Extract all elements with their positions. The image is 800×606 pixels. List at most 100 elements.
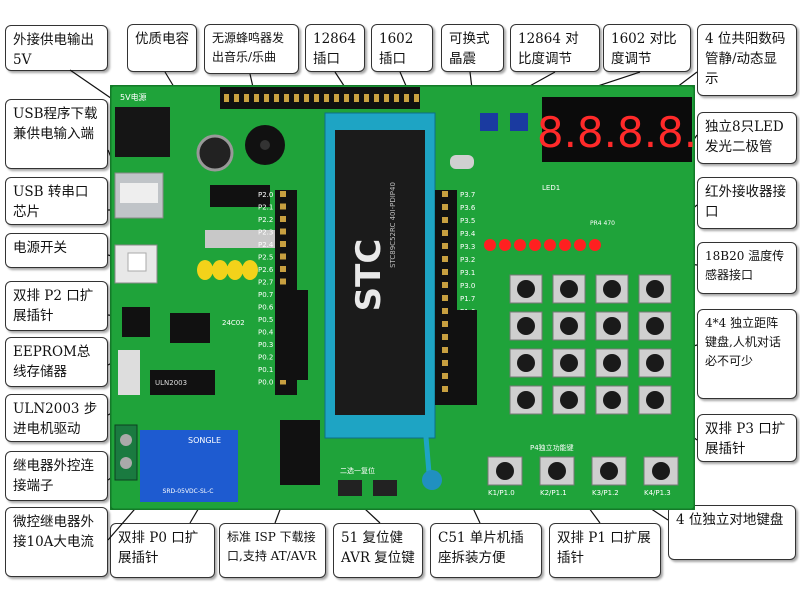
p4-label: P4独立功能键 xyxy=(530,443,574,452)
pin-label-left: P0.4 xyxy=(258,329,274,337)
pin-label-right: P3.5 xyxy=(460,217,475,225)
motor-connector xyxy=(118,350,140,395)
callout-reset: 51 复位健 AVR 复位键 xyxy=(333,523,423,578)
p0-double-header xyxy=(280,290,308,380)
callout-isp: 标准 ISP 下载接口,支持 AT/AVR xyxy=(219,523,326,578)
relay-terminal xyxy=(114,424,138,481)
dev-board: 5V电源 24C02 ULN2003 SONGLE SRD-05VDC-SL-C… xyxy=(110,85,695,510)
led xyxy=(499,239,511,251)
eeprom-label: 24C02 xyxy=(222,319,245,327)
callout-quality-capacitor: 优质电容 xyxy=(127,24,197,72)
crystal xyxy=(450,155,474,169)
relay-model: SRD-05VDC-SL-C xyxy=(163,488,214,495)
led xyxy=(559,239,571,251)
pot-1602 xyxy=(510,113,528,131)
pin-label-left: P0.0 xyxy=(258,379,273,387)
callout-1602-contrast: 1602 对比度调节 xyxy=(603,24,691,72)
pin-label-right: P3.3 xyxy=(460,243,475,251)
callout-uln2003: ULN2003 步进电机驱动 xyxy=(5,394,108,442)
callout-p2-header: 双排 P2 口扩展插针 xyxy=(5,281,108,331)
led xyxy=(544,239,556,251)
capacitor xyxy=(196,134,234,172)
relay xyxy=(140,430,238,502)
key-label: K2/P1.1 xyxy=(540,489,567,497)
led-row xyxy=(484,239,601,251)
led xyxy=(589,239,601,251)
callout-12864-socket: 12864 插口 xyxy=(305,24,365,72)
callout-eeprom: EEPROM总线存储器 xyxy=(5,337,108,387)
pin-label-right: P3.4 xyxy=(460,230,476,238)
led xyxy=(514,239,526,251)
pin-label-left: P0.6 xyxy=(258,304,274,312)
keypad-4key: K1/P1.0 K2/P1.1 K3/P1.2 K4/P1.3 xyxy=(487,456,679,497)
callout-p3-header: 双排 P3 口扩展插针 xyxy=(697,414,797,462)
crystal-small xyxy=(205,230,275,248)
callout-12864-contrast: 12864 对比度调节 xyxy=(510,24,600,72)
callout-crystal: 可换式晶震 xyxy=(441,24,504,72)
independent-key[interactable] xyxy=(539,456,575,486)
callout-18b20: 18B20 温度传感器接口 xyxy=(697,242,797,294)
seven-segment-display xyxy=(542,97,692,162)
led xyxy=(484,239,496,251)
keypad-key[interactable] xyxy=(509,311,543,341)
callout-relay-10a: 微控继电器外接10A大电流 xyxy=(5,507,108,577)
callout-p1-header: 双排 P1 口扩展插针 xyxy=(549,523,661,578)
chip-brand: STC xyxy=(349,239,389,312)
callout-8-led: 独立8只LED发光二极管 xyxy=(697,112,797,164)
isp-header xyxy=(280,420,320,485)
reset-label: 二选一复位 xyxy=(340,466,375,475)
callout-c51-socket: C51 单片机插座拆装方便 xyxy=(430,523,542,578)
callout-4digit-display: 4 位共阳数码管静/动态显示 xyxy=(697,24,797,96)
pin-label-right: P3.6 xyxy=(460,204,476,212)
key-label: K4/P1.3 xyxy=(644,489,671,497)
blue-capacitor xyxy=(422,470,442,490)
pin-label-right: P3.7 xyxy=(460,191,475,199)
lcd12864-header xyxy=(220,87,420,109)
callout-4key: 4 位独立对地键盘 xyxy=(668,505,796,560)
pin-label-left: P2.2 xyxy=(258,216,273,224)
callout-ir-receiver: 红外接收器接口 xyxy=(697,177,797,229)
reset-button-avr xyxy=(373,480,397,496)
p2-header xyxy=(122,307,150,337)
uln2003-chip xyxy=(150,370,215,395)
pin-label-left: P2.1 xyxy=(258,204,273,212)
pin-label-right: P1.7 xyxy=(460,295,475,303)
display-digits: 8.8.8.8. xyxy=(537,108,695,157)
pr4-label: PR4 470 xyxy=(590,220,615,227)
keypad-key[interactable] xyxy=(509,348,543,378)
callout-buzzer: 无源蜂鸣器发出音乐/乐曲 xyxy=(204,24,299,74)
pin-label-left: P2.0 xyxy=(258,191,273,199)
pin-label-left: P0.2 xyxy=(258,354,273,362)
pin-label-left: P0.7 xyxy=(258,291,273,299)
key-label: K1/P1.0 xyxy=(488,489,515,497)
relay-brand: SONGLE xyxy=(188,436,221,445)
yellow-capacitors xyxy=(197,260,258,280)
keypad-4x4 xyxy=(509,274,672,415)
dc-jack xyxy=(115,107,170,157)
pin-label-left: P2.6 xyxy=(258,266,274,274)
callout-external-power: 外接供电输出 5V xyxy=(5,25,108,71)
pin-label-left: P2.5 xyxy=(258,254,273,262)
reset-button-51 xyxy=(338,480,362,496)
pin-label-left: P2.4 xyxy=(258,241,274,249)
power-label: 5V电源 xyxy=(120,92,147,102)
eeprom-chip xyxy=(170,313,210,343)
pin-label-left: P0.3 xyxy=(258,341,273,349)
callout-usb-program: USB程序下载兼供电输入端 xyxy=(5,99,108,169)
callout-power-switch: 电源开关 xyxy=(5,233,108,268)
pin-label-left: P2.3 xyxy=(258,229,273,237)
callout-keypad-4x4: 4*4 独立距阵键盘,人机对话必不可少 xyxy=(697,309,797,399)
pot-12864 xyxy=(480,113,498,131)
pin-label-left: P0.5 xyxy=(258,316,273,324)
p1-double-header xyxy=(455,310,477,405)
callout-p0-header: 双排 P0 口扩展插针 xyxy=(110,523,215,578)
callout-usb-serial: USB 转串口芯片 xyxy=(5,177,108,225)
pin-label-right: P3.1 xyxy=(460,269,475,277)
pin-label-right: P3.0 xyxy=(460,282,475,290)
pin-label-left: P2.7 xyxy=(258,279,273,287)
pin-label-left: P0.1 xyxy=(258,366,273,374)
uln2003-label: ULN2003 xyxy=(155,379,187,387)
stc-chip xyxy=(335,130,425,415)
chip-part: STC89C52RC 40I-PDIP40 xyxy=(389,182,397,268)
key-label: K3/P1.2 xyxy=(592,489,619,497)
